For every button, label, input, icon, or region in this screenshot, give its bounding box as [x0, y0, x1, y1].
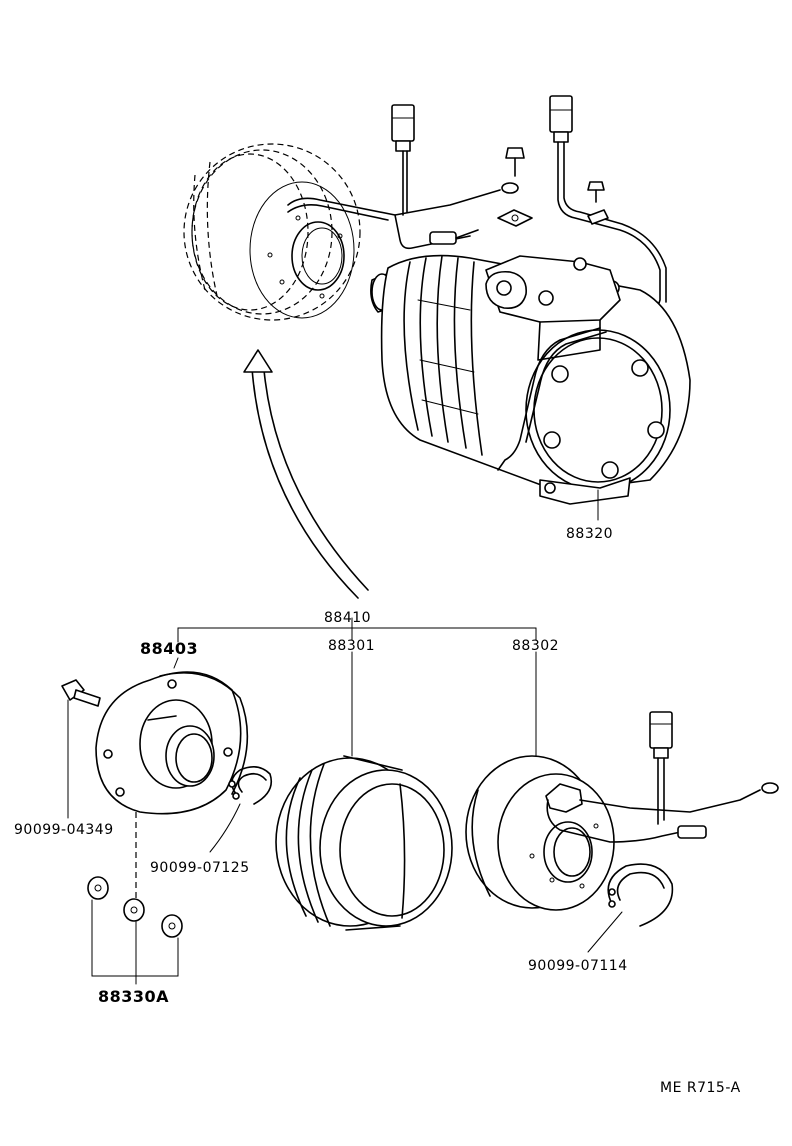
- magnetic-stator: [465, 755, 779, 911]
- assembly-direction-arrow: [243, 349, 369, 599]
- label-shims: 88330A: [98, 987, 169, 1006]
- label-snap-ring-hub: 90099-07125: [150, 860, 250, 876]
- label-bolt: 90099-04349: [14, 822, 114, 838]
- snap-ring-stator: [587, 863, 674, 953]
- clutch-hub: [95, 671, 249, 815]
- connector-lower: [649, 711, 673, 825]
- group-bracket-88410: [173, 617, 537, 761]
- phantom-clutch-assembly: [183, 143, 519, 321]
- label-clutch-assy: 88410: [324, 610, 371, 626]
- connector-upper-right: [549, 95, 667, 329]
- compressor-body: [370, 254, 691, 521]
- shim-washers: [87, 876, 183, 985]
- small-hardware-upper: [497, 147, 609, 227]
- label-pulley: 88301: [328, 638, 375, 654]
- figure-code: ME R715-A: [660, 1080, 741, 1096]
- bolt-part: [61, 679, 101, 819]
- label-compressor: 88320: [566, 526, 613, 542]
- label-snap-ring-stator: 90099-07114: [528, 958, 628, 974]
- pulley: [275, 755, 453, 931]
- label-hub: 88403: [140, 639, 198, 658]
- connector-upper-left: [391, 104, 415, 216]
- label-stator: 88302: [512, 638, 559, 654]
- snap-ring-hub: [209, 766, 273, 853]
